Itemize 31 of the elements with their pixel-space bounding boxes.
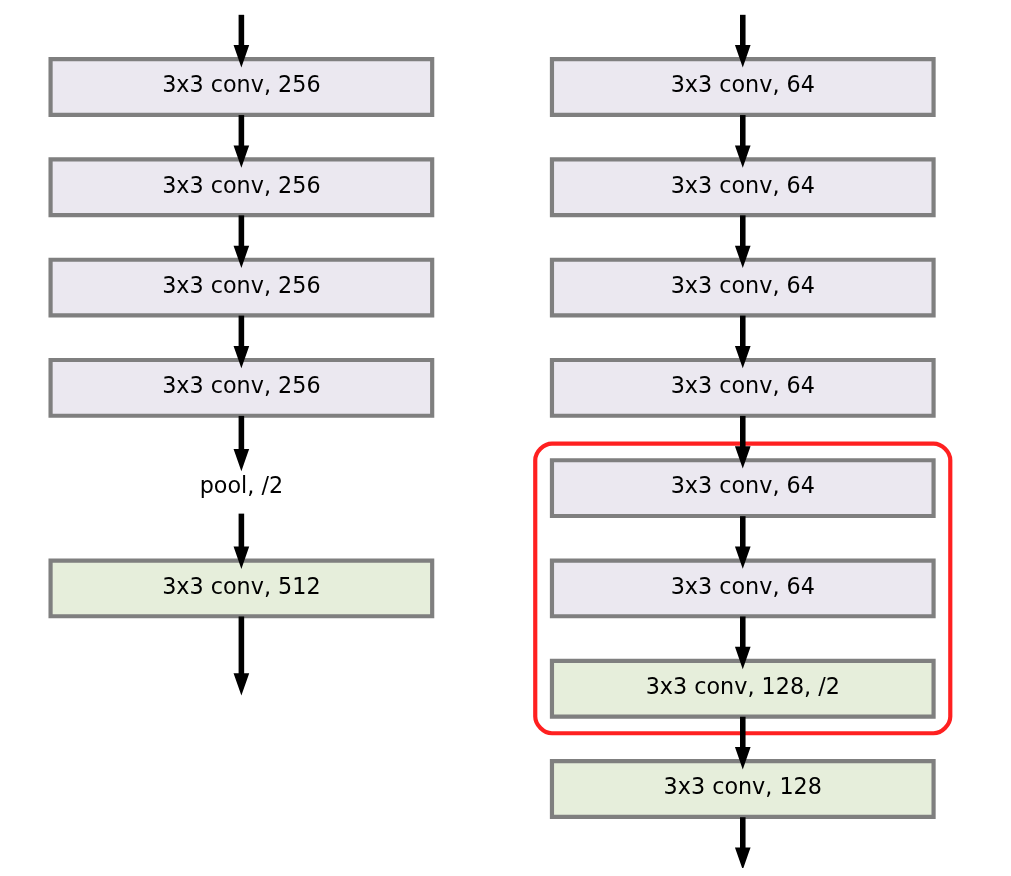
cluster — [532, 441, 952, 736]
node-text: pool, /2 — [199, 472, 283, 499]
node-box: 3x3 conv, 512 — [48, 558, 434, 619]
node-box: 3x3 conv, 64 — [549, 357, 936, 418]
arrow — [734, 716, 751, 770]
node-box: 3x3 conv, 64 — [549, 57, 936, 117]
arrow — [233, 315, 249, 369]
node-box: 3x3 conv, 256 — [48, 157, 434, 218]
arrow — [734, 817, 751, 868]
node-box: 3x3 conv, 256 — [48, 57, 434, 117]
arrow — [734, 415, 751, 469]
node-box: 3x3 conv, 64 — [549, 558, 936, 619]
node-box: 3x3 conv, 128, /2 — [549, 658, 936, 719]
arrow — [734, 315, 751, 369]
arrow — [233, 215, 249, 268]
arrow — [233, 616, 249, 696]
arrow — [734, 215, 751, 268]
arrow — [734, 516, 751, 569]
node-box: 3x3 conv, 256 — [48, 257, 434, 318]
node-box: 3x3 conv, 64 — [549, 458, 936, 519]
arrow — [233, 415, 249, 472]
node-box: 3x3 conv, 64 — [549, 157, 936, 218]
arrow — [734, 616, 751, 670]
arrow — [233, 513, 249, 569]
arrow — [233, 14, 249, 68]
node-box: 3x3 conv, 128 — [549, 759, 936, 819]
node-box: 3x3 conv, 256 — [48, 357, 434, 418]
arrow — [233, 115, 249, 168]
node-box: 3x3 conv, 64 — [549, 257, 936, 318]
arrow — [734, 14, 751, 68]
arrow — [734, 115, 751, 168]
